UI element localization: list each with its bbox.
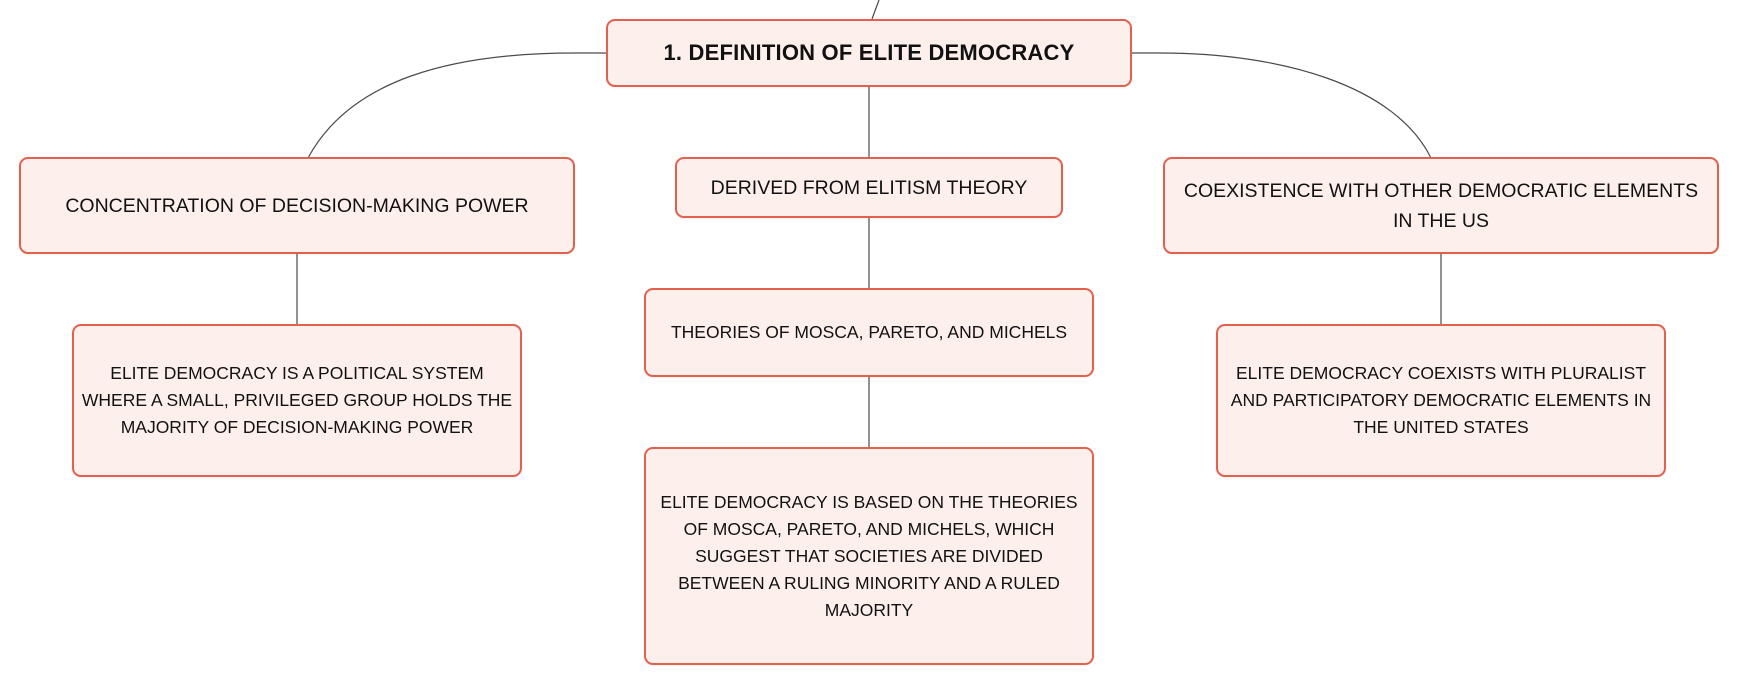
branch-right-label: COEXISTENCE WITH OTHER DEMOCRATIC ELEMEN… — [1183, 179, 1699, 232]
right-child-text: ELITE DEMOCRACY COEXISTS WITH PLURALIST … — [1230, 363, 1652, 437]
branch-left-node[interactable]: CONCENTRATION OF DECISION-MAKING POWER — [19, 157, 575, 254]
connector-root-to-right — [1131, 52, 1432, 159]
branch-center-node[interactable]: DERIVED FROM ELITISM THEORY — [675, 157, 1063, 218]
center-child-node[interactable]: THEORIES OF MOSCA, PARETO, AND MICHELS — [644, 288, 1094, 377]
center-grandchild-node[interactable]: ELITE DEMOCRACY IS BASED ON THE THEORIES… — [644, 447, 1094, 665]
branch-left-label: CONCENTRATION OF DECISION-MAKING POWER — [65, 194, 529, 217]
branch-center-label: DERIVED FROM ELITISM THEORY — [710, 176, 1028, 199]
connector-root-to-left — [307, 52, 606, 159]
right-child-node[interactable]: ELITE DEMOCRACY COEXISTS WITH PLURALIST … — [1216, 324, 1666, 477]
center-grandchild-text: ELITE DEMOCRACY IS BASED ON THE THEORIES… — [660, 491, 1078, 620]
branch-right-node[interactable]: COEXISTENCE WITH OTHER DEMOCRATIC ELEMEN… — [1163, 157, 1719, 254]
connector-parent-to-root — [871, 0, 880, 20]
left-child-text: ELITE DEMOCRACY IS A POLITICAL SYSTEM WH… — [81, 363, 513, 437]
root-label: 1. DEFINITION OF ELITE DEMOCRACY — [663, 40, 1075, 65]
left-child-node[interactable]: ELITE DEMOCRACY IS A POLITICAL SYSTEM WH… — [72, 324, 522, 477]
center-child-text: THEORIES OF MOSCA, PARETO, AND MICHELS — [670, 322, 1068, 342]
root-node[interactable]: 1. DEFINITION OF ELITE DEMOCRACY — [606, 19, 1132, 87]
